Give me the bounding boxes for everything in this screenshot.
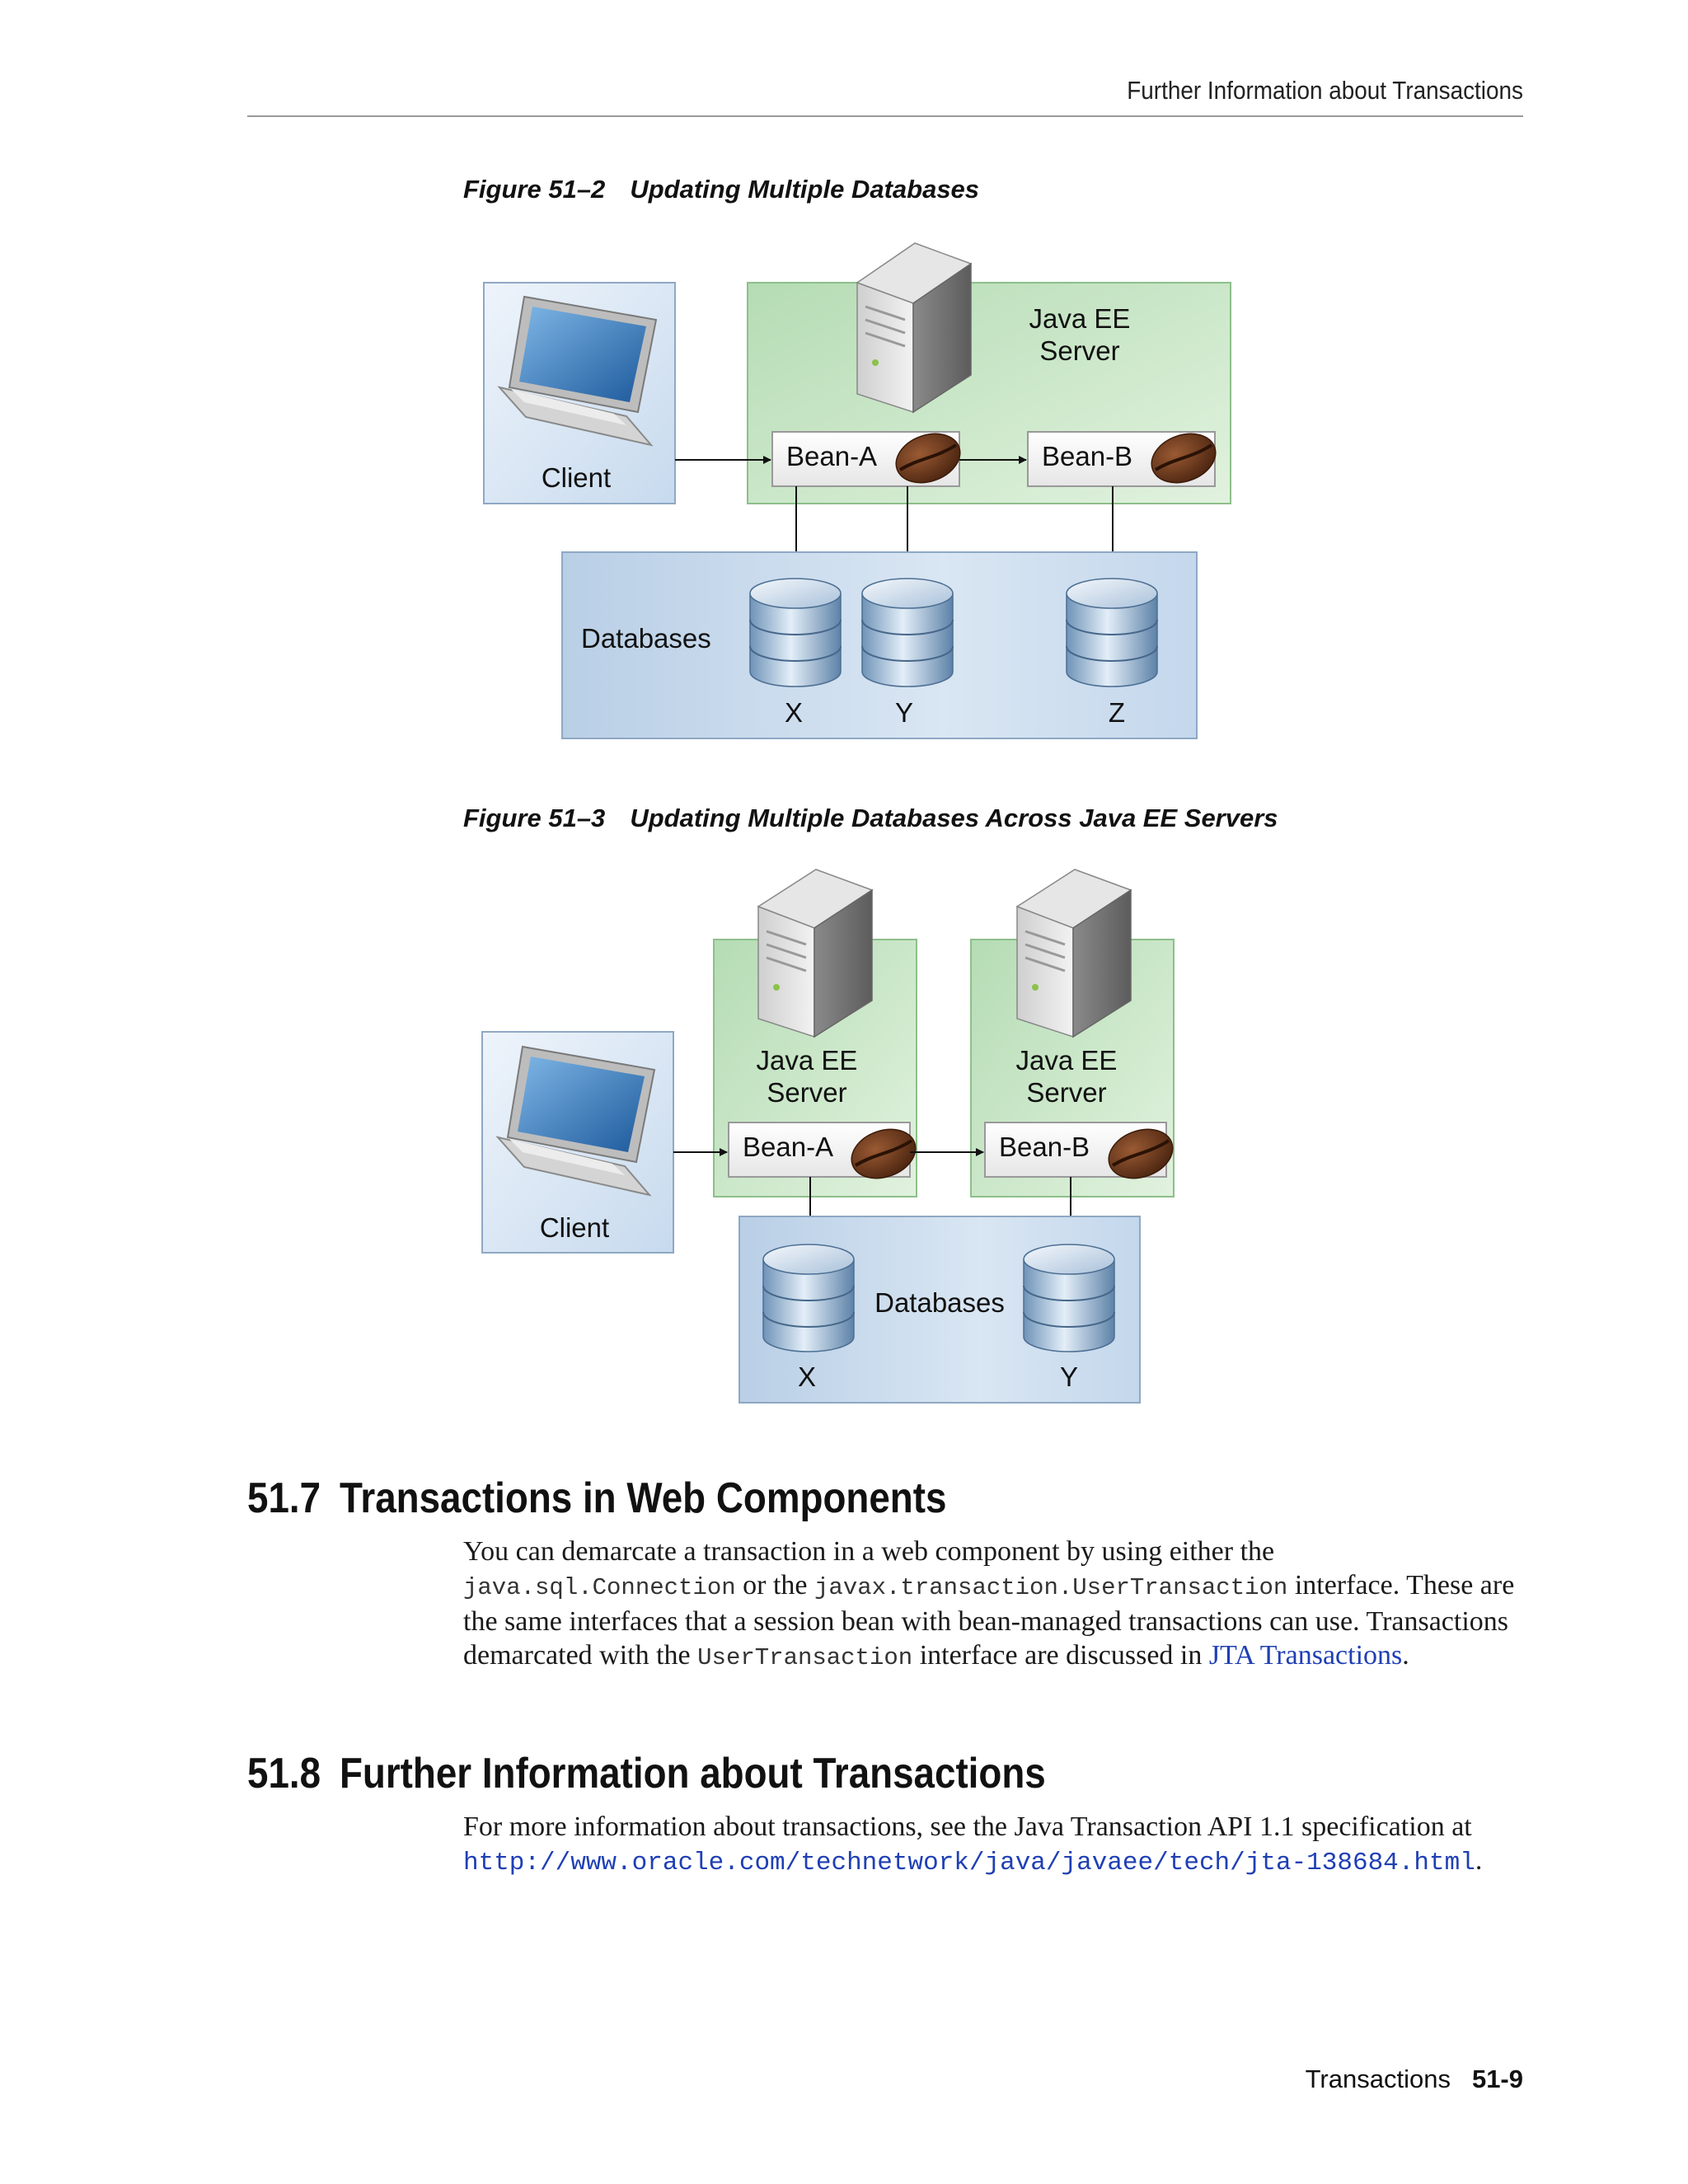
- figure-3-caption: Figure 51–3 Updating Multiple Databases A…: [463, 804, 1278, 833]
- bean-b-label: Bean-B: [999, 1132, 1090, 1162]
- section-title: Further Information about Transactions: [340, 1750, 1046, 1797]
- bean-b-label: Bean-B: [1042, 441, 1132, 471]
- code-user-transaction: UserTransaction: [697, 1644, 912, 1671]
- database-icon: [750, 579, 841, 687]
- database-icon: [763, 1244, 854, 1352]
- text: or the: [736, 1570, 814, 1601]
- server-2-label-line2: Server: [1026, 1077, 1106, 1108]
- jta-transactions-link[interactable]: JTA Transactions: [1209, 1640, 1402, 1671]
- figure-2-title: Updating Multiple Databases: [630, 175, 979, 204]
- databases-label: Databases: [581, 623, 711, 654]
- database-icon: [1024, 1244, 1114, 1352]
- code-java-sql-connection: java.sql.Connection: [463, 1574, 736, 1601]
- db-x-label: X: [798, 1361, 816, 1392]
- db-y-label: Y: [1060, 1361, 1078, 1392]
- database-icon: [862, 579, 953, 687]
- footer-chapter: Transactions: [1306, 2064, 1451, 2093]
- figure-2-number: Figure 51–2: [463, 175, 605, 204]
- db-z-label: Z: [1109, 697, 1125, 728]
- section-51-7-heading: 51.7 Transactions in Web Components: [247, 1474, 946, 1523]
- db-y-label: Y: [895, 697, 913, 728]
- server-2-label-line1: Java EE: [1016, 1045, 1118, 1076]
- text: .: [1402, 1640, 1409, 1671]
- section-title: Transactions in Web Components: [340, 1474, 947, 1522]
- page-number: 51-9: [1472, 2064, 1523, 2093]
- text: .: [1475, 1845, 1483, 1876]
- db-x-label: X: [785, 697, 803, 728]
- figure-3-number: Figure 51–3: [463, 804, 605, 832]
- figure-2-caption: Figure 51–2 Updating Multiple Databases: [463, 175, 979, 204]
- client-label: Client: [540, 1212, 609, 1243]
- server-1-label-line1: Java EE: [757, 1045, 858, 1076]
- text: For more information about transactions,…: [463, 1811, 1472, 1842]
- database-icon: [1067, 579, 1157, 687]
- databases-label: Databases: [874, 1287, 1005, 1318]
- section-number: 51.8: [247, 1750, 321, 1797]
- figure-3-diagram: Client Java EE Server Java EE Server Bea…: [0, 857, 1688, 1426]
- server-tower-icon: [1017, 869, 1131, 1037]
- section-number: 51.7: [247, 1474, 321, 1522]
- running-header: Further Information about Transactions: [375, 76, 1523, 105]
- bean-a-label: Bean-A: [786, 441, 877, 471]
- section-51-8-paragraph: For more information about transactions,…: [463, 1810, 1526, 1880]
- server-label-line1: Java EE: [1029, 303, 1131, 334]
- text: You can demarcate a transaction in a web…: [463, 1536, 1274, 1567]
- code-user-transaction-interface: javax.transaction.UserTransaction: [814, 1574, 1287, 1601]
- server-1-label-line2: Server: [767, 1077, 846, 1108]
- server-tower-icon: [758, 869, 872, 1037]
- figure-3-title: Updating Multiple Databases Across Java …: [630, 804, 1278, 832]
- section-51-7-paragraph: You can demarcate a transaction in a web…: [463, 1535, 1526, 1675]
- text: interface are discussed in: [912, 1640, 1209, 1671]
- header-rule: [247, 115, 1523, 117]
- figure-2-diagram: Client Java EE Server Bean-A Bean-B Data…: [0, 231, 1688, 750]
- page-footer: Transactions 51-9: [1154, 2064, 1523, 2094]
- jta-spec-url-link[interactable]: http://www.oracle.com/technetwork/java/j…: [463, 1849, 1475, 1877]
- bean-a-label: Bean-A: [743, 1132, 833, 1162]
- section-51-8-heading: 51.8 Further Information about Transactio…: [247, 1749, 1046, 1798]
- client-label: Client: [542, 462, 611, 493]
- server-label-line2: Server: [1039, 335, 1119, 366]
